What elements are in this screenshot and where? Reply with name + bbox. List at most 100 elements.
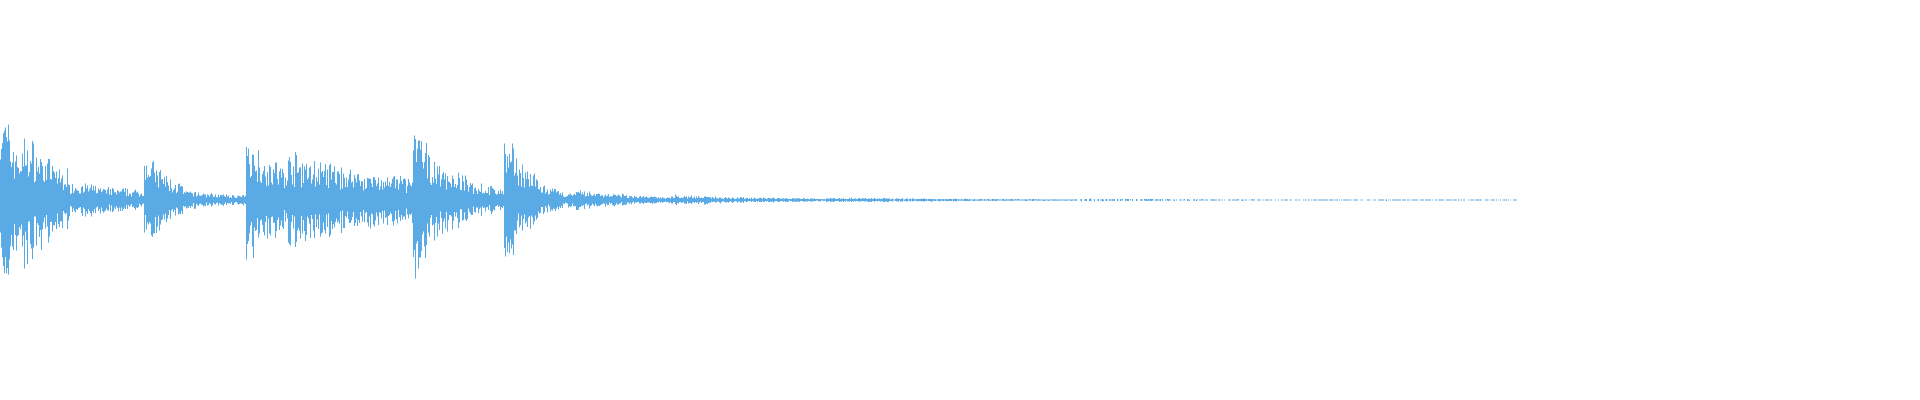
waveform-sample: [203, 193, 204, 207]
waveform-sample: [1339, 199, 1340, 201]
waveform-sample: [1263, 199, 1264, 201]
waveform-sample: [200, 196, 201, 204]
waveform-sample: [1028, 199, 1029, 201]
waveform-sample: [199, 195, 200, 205]
waveform-sample: [236, 198, 237, 202]
waveform-sample: [887, 198, 888, 202]
waveform-sample: [177, 191, 178, 209]
waveform-sample: [965, 198, 966, 202]
waveform-sample: [1438, 199, 1439, 201]
waveform-sample: [162, 178, 163, 220]
waveform-sample: [527, 171, 528, 228]
waveform-sample: [279, 171, 280, 230]
waveform-sample: [1039, 199, 1040, 201]
waveform-sample: [1299, 199, 1300, 201]
waveform-sample: [529, 186, 530, 216]
waveform-sample: [201, 195, 202, 205]
waveform-sample: [1126, 199, 1127, 201]
waveform-sample: [264, 166, 265, 236]
waveform-sample: [1382, 199, 1383, 201]
waveform-sample: [686, 196, 687, 204]
waveform-sample: [742, 197, 743, 202]
waveform-sample: [574, 193, 575, 207]
waveform-sample: [867, 198, 868, 202]
waveform-sample: [1385, 199, 1386, 201]
waveform-sample: [640, 195, 641, 204]
waveform-sample: [728, 197, 729, 203]
waveform-sample: [861, 199, 862, 201]
waveform-sample: [964, 199, 965, 201]
waveform-sample: [811, 198, 812, 202]
waveform-sample: [828, 198, 829, 202]
waveform-sample: [173, 190, 174, 213]
waveform-sample: [857, 199, 858, 201]
waveform-sample: [1063, 199, 1064, 201]
waveform-sample: [1176, 199, 1177, 201]
waveform-sample: [732, 197, 733, 203]
waveform-sample: [195, 191, 196, 209]
waveform-sample: [84, 191, 85, 210]
waveform-sample: [607, 195, 608, 206]
waveform-sample: [1160, 199, 1161, 201]
waveform-sample: [77, 190, 78, 211]
waveform-sample: [603, 197, 604, 204]
waveform-sample: [350, 169, 351, 223]
waveform-sample: [535, 186, 536, 216]
waveform-sample: [116, 194, 117, 207]
waveform-sample: [744, 199, 745, 202]
waveform-sample: [958, 199, 959, 202]
waveform-sample: [1390, 199, 1391, 201]
waveform-sample: [940, 199, 941, 201]
waveform-sample: [192, 193, 193, 207]
waveform-sample: [1070, 199, 1071, 201]
waveform-sample: [240, 196, 241, 204]
waveform-sample: [938, 199, 939, 201]
waveform-sample: [974, 199, 975, 201]
waveform-sample: [1053, 199, 1054, 201]
waveform-sample: [73, 192, 74, 209]
waveform-sample: [2, 142, 3, 258]
waveform-sample: [230, 197, 231, 204]
waveform-sample: [1331, 199, 1332, 201]
waveform-sample: [315, 186, 316, 215]
waveform-sample: [37, 171, 38, 223]
waveform-sample: [1249, 199, 1250, 201]
waveform-sample: [68, 184, 69, 221]
waveform-sample: [1125, 198, 1126, 202]
waveform-sample: [356, 182, 357, 219]
waveform-sample: [1478, 199, 1479, 201]
waveform-sample: [268, 185, 269, 219]
waveform-sample: [1137, 199, 1138, 201]
waveform-sample: [471, 185, 472, 215]
waveform-sample: [262, 174, 263, 226]
waveform-sample: [576, 191, 577, 210]
waveform-sample: [581, 194, 582, 206]
waveform-sample: [546, 192, 547, 208]
waveform-sample: [980, 199, 981, 201]
waveform-sample: [894, 199, 895, 201]
waveform-sample: [1090, 198, 1091, 202]
waveform-sample: [412, 182, 413, 223]
waveform-sample: [285, 177, 286, 222]
waveform-sample: [395, 187, 396, 211]
waveform-sample: [853, 199, 854, 202]
waveform-sample: [179, 183, 180, 214]
waveform-sample: [1024, 199, 1025, 201]
waveform-sample: [1348, 199, 1349, 201]
waveform-sample: [771, 198, 772, 202]
waveform-sample: [896, 198, 897, 202]
waveform-sample: [170, 179, 171, 219]
waveform-sample: [468, 191, 469, 209]
waveform-sample: [633, 198, 634, 202]
waveform-sample: [1075, 199, 1076, 201]
waveform-sample: [1374, 199, 1375, 201]
waveform-sample: [793, 198, 794, 202]
waveform-sample: [1147, 199, 1148, 201]
waveform-bars: [0, 124, 1517, 279]
waveform-sample: [803, 198, 804, 202]
waveform-sample: [22, 153, 23, 247]
waveform-sample: [843, 198, 844, 202]
waveform-sample: [438, 174, 439, 224]
waveform-sample: [81, 186, 82, 213]
waveform-sample: [500, 189, 501, 210]
